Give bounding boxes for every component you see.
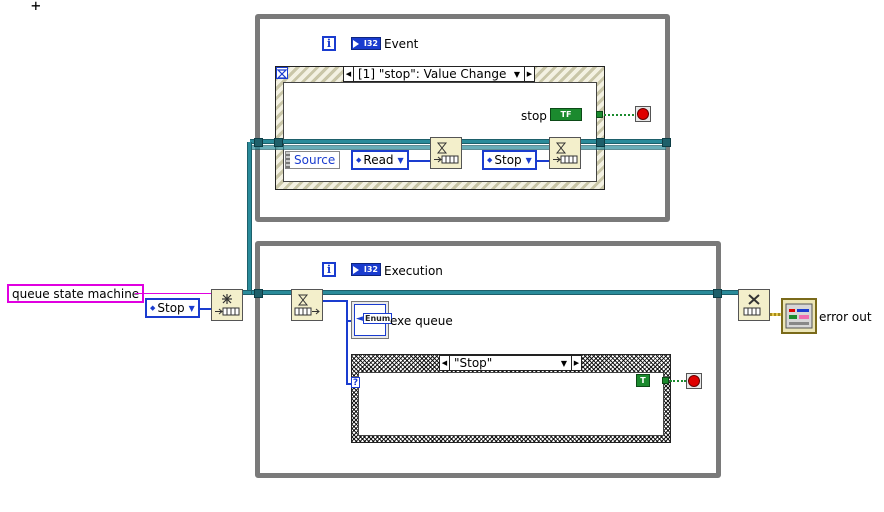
enum-increment-icon: ◆	[487, 156, 493, 164]
execution-loop-title: Execution	[384, 264, 443, 278]
event-loop-left-tunnel[interactable]	[254, 138, 263, 147]
queue-branch-vertical-wire	[247, 142, 252, 294]
event-timeout-icon[interactable]	[276, 67, 288, 79]
execution-loop-right-tunnel[interactable]	[713, 289, 722, 298]
unbundle-wire	[346, 320, 352, 322]
dropdown-arrow-icon[interactable]: ▼	[188, 303, 195, 313]
event-case-selector[interactable]: ◀ [1] "stop": Value Change ▼ ▶	[343, 66, 535, 82]
enum-badge: Enum	[363, 313, 393, 324]
enqueue-stop-vi[interactable]	[549, 137, 581, 169]
left-stop-wire	[200, 308, 212, 310]
error-wire	[770, 313, 782, 316]
queue-name-wire	[135, 293, 213, 294]
obtain-queue-icon[interactable]	[211, 289, 243, 321]
unbundle-enum-icon[interactable]: Enum ◄	[351, 301, 393, 339]
stop-enum-constant-left[interactable]: ◆ Stop ▼	[145, 298, 200, 318]
prev-case-arrow-icon[interactable]: ◀	[440, 356, 450, 370]
case-stop-tunnel[interactable]	[662, 377, 669, 384]
enum-increment-icon: ◆	[150, 304, 156, 312]
dequeue-element-wire	[323, 300, 347, 302]
dropdown-arrow-icon[interactable]: ▼	[560, 358, 567, 368]
case-selector[interactable]: ◀ "Stop" ▼ ▶	[439, 355, 582, 371]
execution-loop-i32-indicator[interactable]: I32	[351, 263, 381, 276]
release-queue-icon[interactable]	[738, 289, 770, 321]
queue-state-machine-label[interactable]: queue state machine	[7, 284, 145, 303]
case-selector-terminal[interactable]: ?	[351, 377, 360, 388]
case-structure-frame	[358, 372, 664, 436]
case-stop-wire	[670, 380, 686, 382]
error-cluster-icon[interactable]	[781, 298, 817, 334]
event-loop-stop-terminal[interactable]	[635, 106, 651, 122]
true-constant[interactable]: T	[636, 374, 650, 387]
next-case-arrow-icon[interactable]: ▶	[571, 356, 581, 370]
next-case-arrow-icon[interactable]: ▶	[524, 67, 534, 81]
stop-enum-constant-event[interactable]: ◆ Stop ▼	[482, 150, 537, 170]
cursor-crosshair-icon: +	[31, 0, 41, 15]
stop-output-tunnel[interactable]	[596, 111, 603, 118]
dropdown-arrow-icon[interactable]: ▼	[525, 155, 532, 165]
stop-enum-wire	[536, 160, 550, 162]
stop-boolean-terminal[interactable]: TF	[550, 108, 582, 121]
enqueue-read-vi[interactable]	[430, 137, 462, 169]
event-struct-left-tunnel[interactable]	[274, 138, 283, 147]
exe-queue-label: exe queue	[390, 314, 453, 328]
stop-wire	[604, 114, 634, 116]
execution-loop-stop-terminal[interactable]	[686, 373, 702, 389]
event-loop-right-tunnel[interactable]	[662, 138, 671, 147]
event-case-label: [1] "stop": Value Change	[358, 67, 507, 81]
event-loop-title: Event	[384, 37, 419, 51]
read-enum-wire	[409, 160, 431, 162]
event-loop-iteration-terminal[interactable]: i	[322, 36, 336, 51]
execution-loop-left-tunnel[interactable]	[254, 289, 263, 298]
execution-loop-iteration-terminal[interactable]: i	[322, 262, 336, 277]
event-struct-right-tunnel[interactable]	[596, 138, 605, 147]
queue-branch-horizontal-wire	[243, 290, 251, 295]
error-out-label: error out	[819, 310, 872, 324]
case-label: "Stop"	[454, 356, 493, 370]
dequeue-vi[interactable]	[291, 289, 323, 321]
case-selector-wire	[346, 383, 354, 385]
dropdown-arrow-icon[interactable]: ▼	[513, 69, 520, 79]
execution-queue-wire	[243, 290, 740, 295]
enum-increment-icon: ◆	[356, 156, 362, 164]
event-loop-i32-indicator[interactable]: I32	[351, 37, 381, 50]
read-enum-constant[interactable]: ◆ Read ▼	[351, 150, 409, 170]
dequeue-element-wire-vertical	[346, 300, 348, 384]
stop-label: stop	[521, 109, 547, 123]
event-source-node[interactable]: Source	[285, 151, 341, 169]
prev-case-arrow-icon[interactable]: ◀	[344, 67, 354, 81]
dropdown-arrow-icon[interactable]: ▼	[397, 155, 404, 165]
